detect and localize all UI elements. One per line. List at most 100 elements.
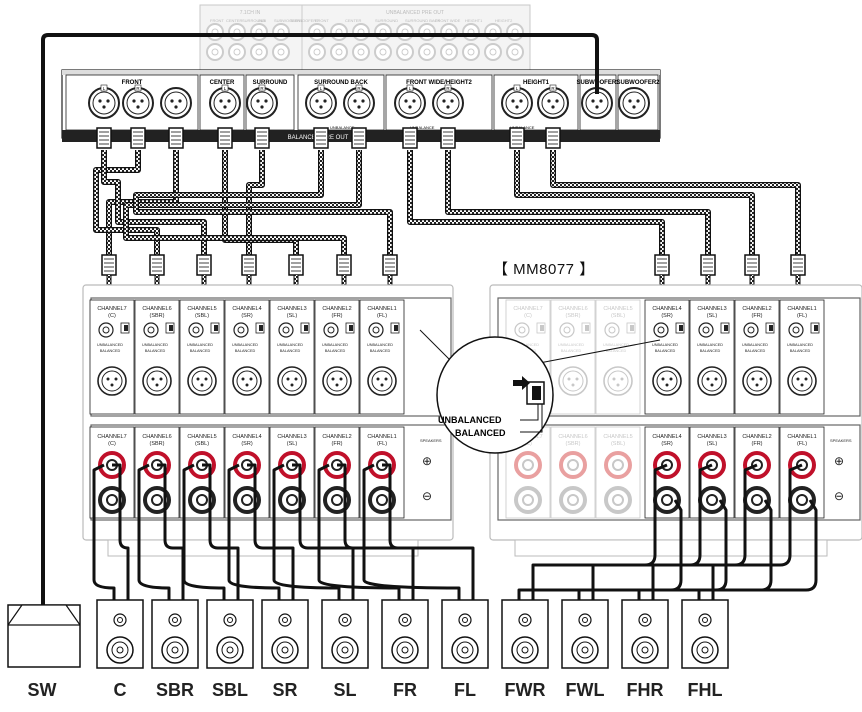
rca-jack-icon xyxy=(308,23,326,41)
switch-label-unbalanced: UNBALANCED xyxy=(652,343,678,347)
panel-sub-label: SURROUND xyxy=(375,18,398,23)
rca-input-icon xyxy=(743,322,759,338)
switch-label-unbalanced: UNBALANCED xyxy=(603,343,629,347)
xlr-plug-icon xyxy=(336,254,352,276)
channel-sublabel: (SL) xyxy=(287,441,298,447)
rca-jack-icon xyxy=(374,43,392,61)
channel-sublabel: (FL) xyxy=(797,313,807,319)
rca-jack-icon xyxy=(330,43,348,61)
speaker-wire xyxy=(112,463,130,600)
channel-label: CHANNEL3 xyxy=(277,434,306,440)
channel-label: CHANNEL6 xyxy=(558,434,587,440)
channel-label: CHANNEL2 xyxy=(742,434,771,440)
xlr-plug-icon xyxy=(440,127,456,149)
power-amplifier-right: CHANNEL7(C)UNBALANCEDBALANCEDCHANNEL7(C)… xyxy=(489,284,862,557)
panel-sub-label: HEIGHT2 xyxy=(495,18,513,23)
callout-unbalanced: UNBALANCED xyxy=(438,415,502,425)
speaker-label-sbl: SBL xyxy=(212,680,248,700)
channel-sublabel: (FR) xyxy=(332,441,343,447)
rca-jack-icon xyxy=(462,43,480,61)
rca-jack-icon xyxy=(352,43,370,61)
balanced-preout-panel: BALANCED PRE OUT FRONTCENTERSURROUNDSURR… xyxy=(61,69,661,142)
speakers-label: SPEAKERS xyxy=(830,438,852,443)
xlr-plug-icon xyxy=(241,254,257,276)
channel-sublabel: (SBR) xyxy=(566,313,581,319)
rca-jack-icon xyxy=(396,43,414,61)
speaker-label-c: C xyxy=(113,680,127,700)
rca-input-icon xyxy=(368,322,384,338)
xlr-plug-icon xyxy=(654,254,670,276)
xlr-plug-icon xyxy=(402,127,418,149)
speaker-label-fl: FL xyxy=(454,680,476,700)
channel-sublabel: (FL) xyxy=(377,313,387,319)
switch-label-unbalanced: UNBALANCED xyxy=(322,343,348,347)
speaker-wire xyxy=(227,463,281,600)
preout-group-label: CENTER xyxy=(210,80,235,86)
switch-label-unbalanced: UNBALANCED xyxy=(787,343,813,347)
speaker-label-sr: SR xyxy=(272,680,298,700)
speaker-wire xyxy=(292,463,355,600)
unbalance-tag: UNBALANCE xyxy=(410,125,435,130)
rca-input-icon xyxy=(98,322,114,338)
channel-sublabel: (SL) xyxy=(287,313,298,319)
channel-sublabel: (SL) xyxy=(707,313,718,319)
channel-label: CHANNEL5 xyxy=(603,306,632,312)
rca-jack-icon xyxy=(396,23,414,41)
channel-sublabel: (SR) xyxy=(661,313,672,319)
channel-label: CHANNEL2 xyxy=(322,306,351,312)
switch-label-balanced: BALANCED xyxy=(190,349,211,353)
switch-label-balanced: BALANCED xyxy=(235,349,256,353)
switch-label-unbalanced: UNBALANCED xyxy=(277,343,303,347)
preout-group-label: HEIGHT1 xyxy=(523,80,550,86)
xlr-plug-icon xyxy=(217,127,233,149)
channel-sublabel: (SR) xyxy=(241,441,252,447)
speaker-icon xyxy=(621,599,669,669)
channel-sublabel: (SR) xyxy=(241,313,252,319)
speaker-wire xyxy=(247,463,295,600)
channel-label: CHANNEL1 xyxy=(787,434,816,440)
speaker-icon xyxy=(206,599,254,669)
speaker-wire xyxy=(137,463,171,600)
speaker-label-sw: SW xyxy=(27,680,57,700)
speaker-label-fhr: FHR xyxy=(626,680,664,700)
rca-input-icon xyxy=(559,322,575,338)
rca-jack-icon xyxy=(228,23,246,41)
switch-label-unbalanced: UNBALANCED xyxy=(97,343,123,347)
rca-jack-icon xyxy=(272,23,290,41)
panel-header-unbalanced-preout: UNBALANCED PRE OUT xyxy=(386,10,444,16)
channel-sublabel: (C) xyxy=(108,313,116,319)
lr-label: L xyxy=(409,86,412,91)
preout-group-label: SURROUND xyxy=(253,80,288,86)
panel-sub-label: SURROUND xyxy=(242,18,265,23)
xlr-plug-icon xyxy=(313,127,329,149)
rca-input-icon xyxy=(278,322,294,338)
rca-jack-icon xyxy=(250,23,268,41)
switch-label-balanced: BALANCED xyxy=(790,349,811,353)
preout-group-label: SUBWOOFER2 xyxy=(616,80,660,86)
channel-label: CHANNEL4 xyxy=(232,434,261,440)
rca-jack-icon xyxy=(250,43,268,61)
rca-jack-icon xyxy=(228,43,246,61)
rca-input-icon xyxy=(323,322,339,338)
minus-symbol: ⊖ xyxy=(422,489,432,503)
rca-input-icon xyxy=(143,322,159,338)
xlr-plug-icon xyxy=(130,127,146,149)
channel-label: CHANNEL2 xyxy=(742,306,771,312)
xlr-plug-icon xyxy=(545,127,561,149)
channel-sublabel: (FL) xyxy=(377,441,387,447)
rca-jack-icon xyxy=(440,43,458,61)
panel-sub-label: HEIGHT1 xyxy=(465,18,483,23)
rca-jack-icon xyxy=(308,43,326,61)
lr-label: L xyxy=(516,86,519,91)
channel-label: CHANNEL6 xyxy=(142,434,171,440)
channel-label: CHANNEL3 xyxy=(697,306,726,312)
xlr-plug-icon xyxy=(101,254,117,276)
xlr-plug-icon xyxy=(351,127,367,149)
rca-input-icon xyxy=(653,322,669,338)
speaker-row xyxy=(7,599,729,669)
switch-label-balanced: BALANCED xyxy=(655,349,676,353)
lr-label: R xyxy=(551,86,555,91)
speaker-label-fwr: FWR xyxy=(504,680,546,700)
xlr-plug-icon xyxy=(96,127,112,149)
